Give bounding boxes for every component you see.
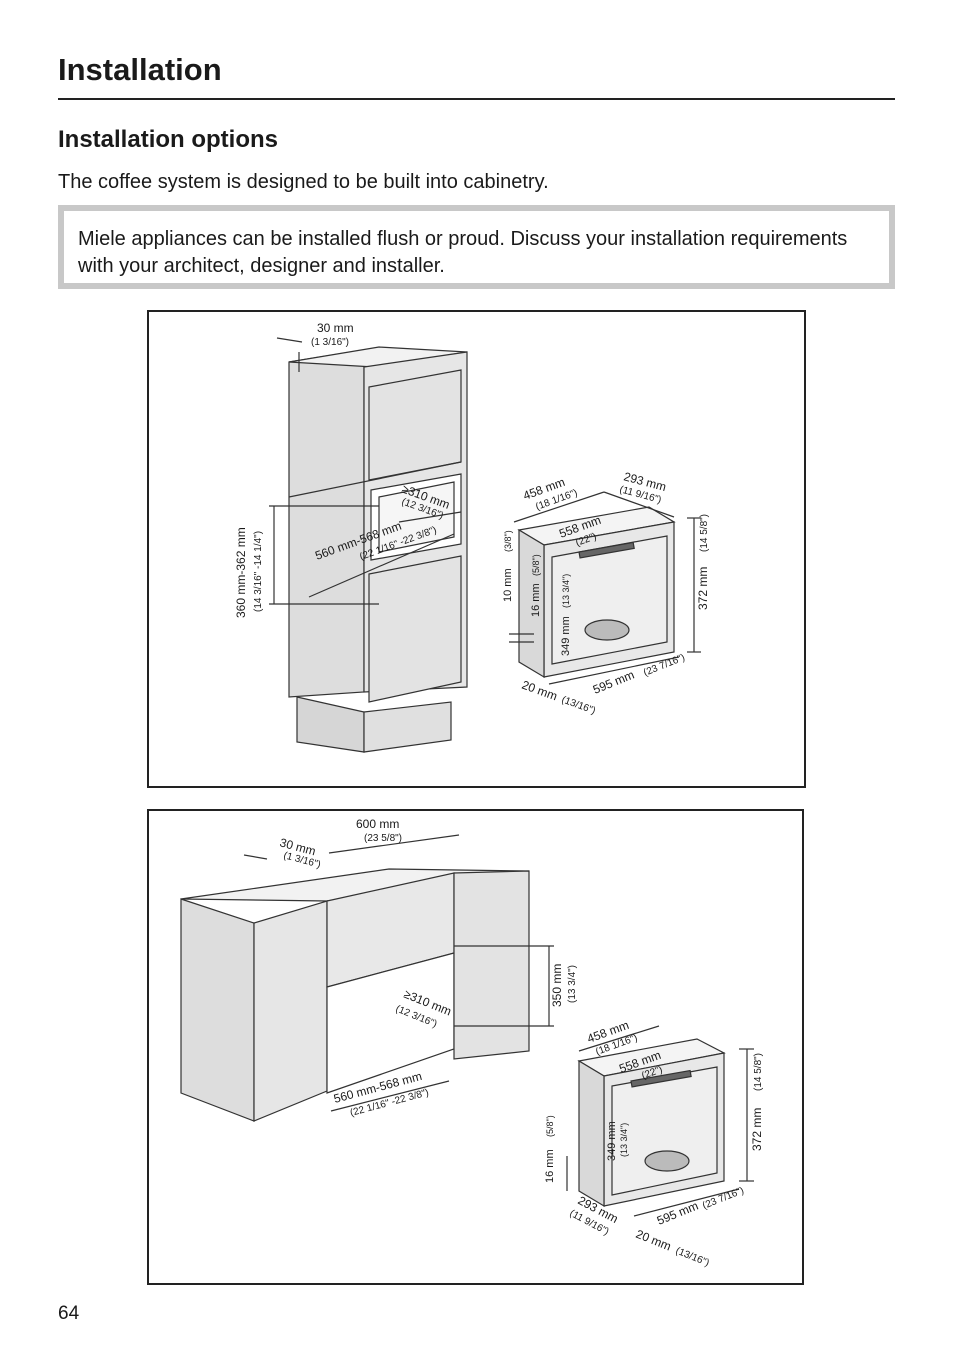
top-gap-dim-line [276, 337, 303, 343]
app-16-label: 16 mm [530, 583, 542, 617]
base-cabinet-drawing: 600 mm (23 5/8") 30 mm (1 3/16") 350 mm … [180, 817, 764, 1269]
app-16-label-in: (5/8") [531, 554, 541, 576]
app-depth-dim-line [513, 491, 605, 523]
top-width-label-in: (23 5/8") [364, 833, 402, 844]
niche-back [378, 481, 455, 553]
note-text: Miele appliances can be installed flush … [64, 211, 889, 283]
plinth-front [363, 701, 452, 753]
app-width-label: 595 mm [591, 668, 636, 697]
app-349-label: 349 mm [560, 616, 572, 656]
app-height-label-in: (14 5/8") [753, 1053, 764, 1091]
page-number: 64 [58, 1303, 80, 1324]
base-cabinet-side [180, 898, 255, 1122]
app-depth-dim-line [578, 1025, 660, 1052]
niche-height-label-in: (13 3/4") [567, 965, 578, 1003]
app-20-label: 20 mm [520, 678, 559, 704]
upper-door [368, 369, 462, 481]
app-16-label-in: (5/8") [545, 1115, 555, 1137]
base-cabinet-front-right [453, 870, 530, 1060]
title-divider [58, 98, 895, 100]
appliance-side [578, 1059, 605, 1208]
top-width-label: 600 mm [356, 817, 399, 831]
app-height-label: 372 mm [696, 567, 710, 610]
app-20-label: 20 mm [634, 1227, 673, 1254]
app-20-label-in: (13/16") [560, 694, 597, 716]
appliance-display [578, 541, 635, 559]
intro-text: The coffee system is designed to be buil… [58, 171, 549, 193]
drip-tray [644, 1150, 690, 1172]
app-width-dim-line [633, 1188, 740, 1217]
app-height-label-in: (14 5/8") [699, 514, 710, 552]
top-gap-label: 30 mm [317, 321, 354, 335]
app-height-label: 372 mm [750, 1108, 764, 1151]
app-10-label: 10 mm [502, 568, 514, 602]
app-width-label-in: (23 7/16") [701, 1185, 746, 1212]
tall-cabinet-drawing: 30 mm (1 3/16") ≥310 mm (12 3/16") 560 m… [234, 321, 710, 753]
page-title: Installation [58, 52, 222, 87]
app-349-label-in: (13 3/4") [619, 1123, 629, 1157]
note-box: Miele appliances can be installed flush … [58, 205, 895, 289]
niche-height-label-in: (14 3/16" -14 1/4") [253, 531, 264, 612]
appliance-display [630, 1069, 692, 1088]
app-16-label: 16 mm [544, 1149, 556, 1183]
appliance-side [518, 528, 545, 679]
app-width-label: 595 mm [655, 1199, 700, 1228]
cabinet-side-panel [288, 349, 365, 698]
app-20-label-in: (13/16") [674, 1246, 711, 1269]
lower-door [368, 555, 462, 703]
tall-cabinet-figure: 30 mm (1 3/16") ≥310 mm (12 3/16") 560 m… [147, 310, 806, 788]
niche-height-label: 360 mm-362 mm [234, 527, 248, 618]
app-349-label-in: (13 3/4") [561, 574, 571, 608]
drip-tray [584, 619, 630, 641]
app-side-dim-line [603, 491, 675, 518]
app-10-label-in: (3/8") [503, 530, 513, 552]
app-width-dim-line [548, 656, 680, 685]
top-gap-dim-line [243, 854, 268, 860]
niche-height-label: 350 mm [550, 964, 564, 1007]
app-349-label: 349 mm [606, 1121, 618, 1161]
base-cabinet-front-left [253, 900, 328, 1122]
niche-width-dim-line [330, 1080, 450, 1112]
cabinet-plinth [296, 696, 365, 753]
base-cabinet-figure: 600 mm (23 5/8") 30 mm (1 3/16") 350 mm … [147, 809, 804, 1285]
top-width-dim-line [328, 834, 460, 854]
section-heading: Installation options [58, 126, 278, 153]
top-gap-label-in: (1 3/16") [311, 337, 349, 348]
niche-depth-dim-line [398, 511, 462, 523]
